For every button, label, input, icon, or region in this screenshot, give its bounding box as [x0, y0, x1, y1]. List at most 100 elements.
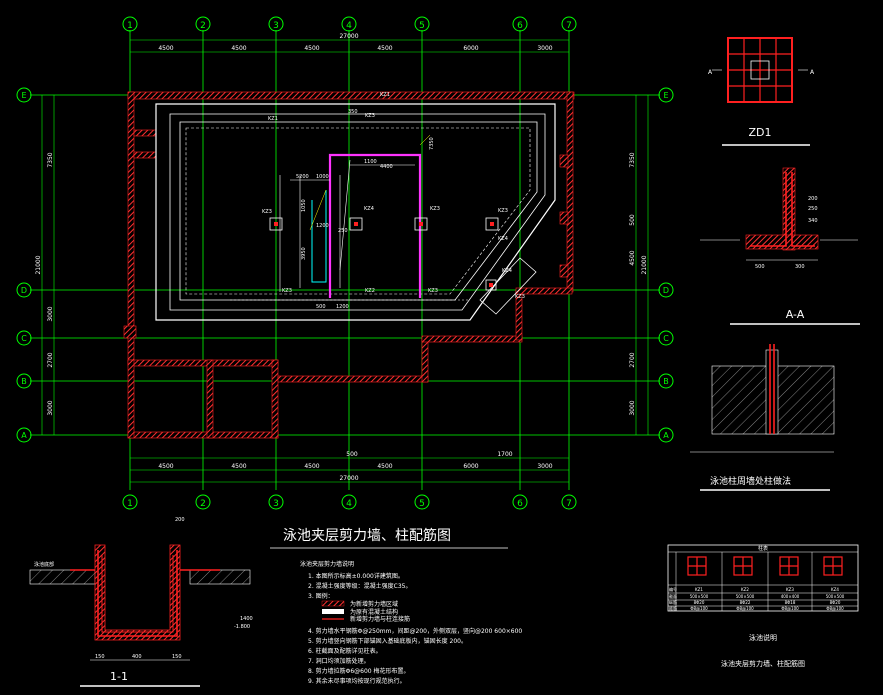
svg-text:KZ2: KZ2: [365, 288, 375, 294]
svg-text:E: E: [663, 91, 668, 100]
svg-text:KZ1: KZ1: [695, 587, 703, 592]
svg-text:500: 500: [629, 214, 636, 226]
svg-text:KZ3: KZ3: [365, 113, 375, 119]
svg-text:3000: 3000: [537, 45, 552, 52]
column-table-title: 柱表: [758, 545, 768, 552]
svg-text:4: 4: [346, 499, 352, 509]
svg-text:7: 7: [566, 499, 572, 509]
svg-text:27000: 27000: [339, 475, 358, 482]
axis-bubbles-left: E D C B A: [16, 87, 32, 443]
svg-text:1. 本图所示标高±0.000详建筑图。: 1. 本图所示标高±0.000详建筑图。: [308, 572, 404, 580]
axis-label-col-5: 5: [419, 21, 425, 31]
svg-text:4500: 4500: [377, 463, 392, 470]
svg-text:7350: 7350: [429, 137, 435, 150]
main-title-block: 泳池夹层剪力墙、柱配筋图: [270, 527, 508, 549]
svg-text:340: 340: [808, 218, 818, 224]
svg-text:4500: 4500: [304, 45, 319, 52]
svg-text:200: 200: [808, 196, 818, 202]
svg-text:4500: 4500: [377, 45, 392, 52]
svg-text:400×400: 400×400: [781, 594, 800, 599]
svg-text:B: B: [663, 377, 669, 386]
svg-text:7350: 7350: [629, 152, 636, 167]
dimension-top-text: 27000 4500 4500 4500 4500 6000 3000: [158, 33, 552, 52]
svg-text:8Φ20: 8Φ20: [694, 600, 705, 605]
svg-text:A: A: [663, 431, 669, 440]
notes-block: 泳池夹层剪力墙说明 1. 本图所示标高±0.000详建筑图。 2. 混凝土强度等…: [300, 560, 522, 685]
dimension-bottom-text: 500 1700 4500 4500 4500 4500 6000 3000 2…: [158, 451, 552, 482]
svg-text:KZ3: KZ3: [428, 288, 438, 294]
inner-dimension-text: 350 1100 4400 5200 1000 1050 3950 250 12…: [296, 109, 435, 310]
yellow-leaders: [309, 134, 431, 231]
corner-box: [479, 257, 537, 315]
svg-text:8Φ22: 8Φ22: [740, 600, 751, 605]
axis-label-col-3: 3: [273, 21, 279, 31]
axis-label-row-d: D: [21, 286, 27, 295]
svg-text:编号: 编号: [669, 586, 677, 592]
axis-bubbles-bottom: 1 2 3 4 5 6 7: [122, 494, 577, 510]
svg-text:9. 其余未尽事项均按现行规范执行。: 9. 其余未尽事项均按现行规范执行。: [308, 677, 406, 685]
plan-walls: [123, 91, 575, 439]
svg-text:KZ3: KZ3: [262, 209, 272, 215]
pool-detail-title: 泳池柱周墙处柱做法: [710, 475, 791, 487]
svg-text:4500: 4500: [629, 250, 636, 265]
svg-text:4500: 4500: [231, 463, 246, 470]
dimension-right-text: 7350 500 4500 2700 3000 21000: [629, 152, 648, 415]
pool-outline: [155, 103, 556, 321]
svg-text:5: 5: [419, 499, 425, 509]
svg-text:6. 柱截面及配筋详见柱表。: 6. 柱截面及配筋详见柱表。: [308, 647, 382, 655]
svg-text:3000: 3000: [47, 306, 54, 321]
svg-text:250: 250: [808, 206, 818, 212]
svg-text:-1.800: -1.800: [234, 624, 250, 630]
svg-text:6000: 6000: [463, 463, 478, 470]
axis-label-row-b: B: [21, 377, 27, 386]
svg-text:1000: 1000: [316, 174, 329, 180]
column-table: 柱表 编号 截面 纵筋 箍筋 KZ1 KZ2 KZ3 KZ4 500×500 5…: [667, 544, 859, 668]
axis-label-col-4: 4: [346, 21, 352, 31]
svg-text:500: 500: [755, 264, 765, 270]
svg-text:500: 500: [346, 451, 358, 458]
svg-text:5200: 5200: [296, 174, 309, 180]
svg-text:4. 剪力墙水平钢筋Φ@250mm，间距@200，外侧双层，: 4. 剪力墙水平钢筋Φ@250mm，间距@200，外侧双层，竖向@200 600…: [308, 627, 522, 635]
svg-text:3. 图例：: 3. 图例：: [308, 592, 334, 600]
zd1-detail: A A ZD1: [708, 37, 815, 146]
zd1-title: ZD1: [748, 126, 771, 139]
svg-text:A: A: [810, 69, 815, 76]
svg-text:500×500: 500×500: [826, 594, 845, 599]
svg-text:27000: 27000: [339, 33, 358, 40]
dimension-top: [130, 39, 569, 53]
svg-text:KZ3: KZ3: [282, 288, 292, 294]
axis-label-col-7: 7: [566, 21, 572, 31]
svg-text:4500: 4500: [304, 463, 319, 470]
svg-text:KZ3: KZ3: [786, 587, 794, 592]
svg-text:3950: 3950: [301, 247, 307, 260]
svg-text:D: D: [663, 286, 669, 295]
axis-label-row-c: C: [21, 334, 27, 343]
svg-text:8. 剪力墙拉筋Φ6@600 梅花形布置。: 8. 剪力墙拉筋Φ6@600 梅花形布置。: [308, 667, 410, 675]
svg-text:箍筋: 箍筋: [669, 605, 677, 611]
kz-label-top: KZ1: [380, 92, 390, 98]
svg-text:2: 2: [200, 499, 206, 509]
svg-text:KZ3: KZ3: [515, 294, 525, 300]
svg-text:150: 150: [172, 654, 182, 660]
svg-text:7350: 7350: [47, 152, 54, 167]
section-11-title: 1-1: [110, 670, 128, 683]
column-markers: [269, 217, 499, 291]
axis-bubbles-top: 1 2 3 4 5 6 7: [122, 16, 577, 32]
svg-text:Φ8@100: Φ8@100: [690, 606, 708, 611]
svg-text:300: 300: [795, 264, 805, 270]
cyan-lines: [311, 190, 327, 283]
svg-text:Φ8@100: Φ8@100: [781, 606, 799, 611]
svg-text:KZ3: KZ3: [430, 206, 440, 212]
svg-text:KZ4: KZ4: [502, 268, 512, 274]
svg-text:为原有混凝土结构: 为原有混凝土结构: [350, 608, 398, 616]
svg-text:截面: 截面: [669, 593, 677, 599]
svg-text:21000: 21000: [35, 255, 42, 274]
magenta-walls: [328, 153, 422, 298]
svg-text:2700: 2700: [47, 352, 54, 367]
svg-text:1200: 1200: [336, 304, 349, 310]
section-aa: 200 250 340 500 300 A-A: [700, 167, 860, 325]
table-caption-2: 泳池夹层剪力墙、柱配筋图: [721, 659, 805, 668]
axis-label-row-e: E: [21, 91, 26, 100]
svg-text:KZ4: KZ4: [498, 236, 508, 242]
svg-text:Φ8@100: Φ8@100: [736, 606, 754, 611]
